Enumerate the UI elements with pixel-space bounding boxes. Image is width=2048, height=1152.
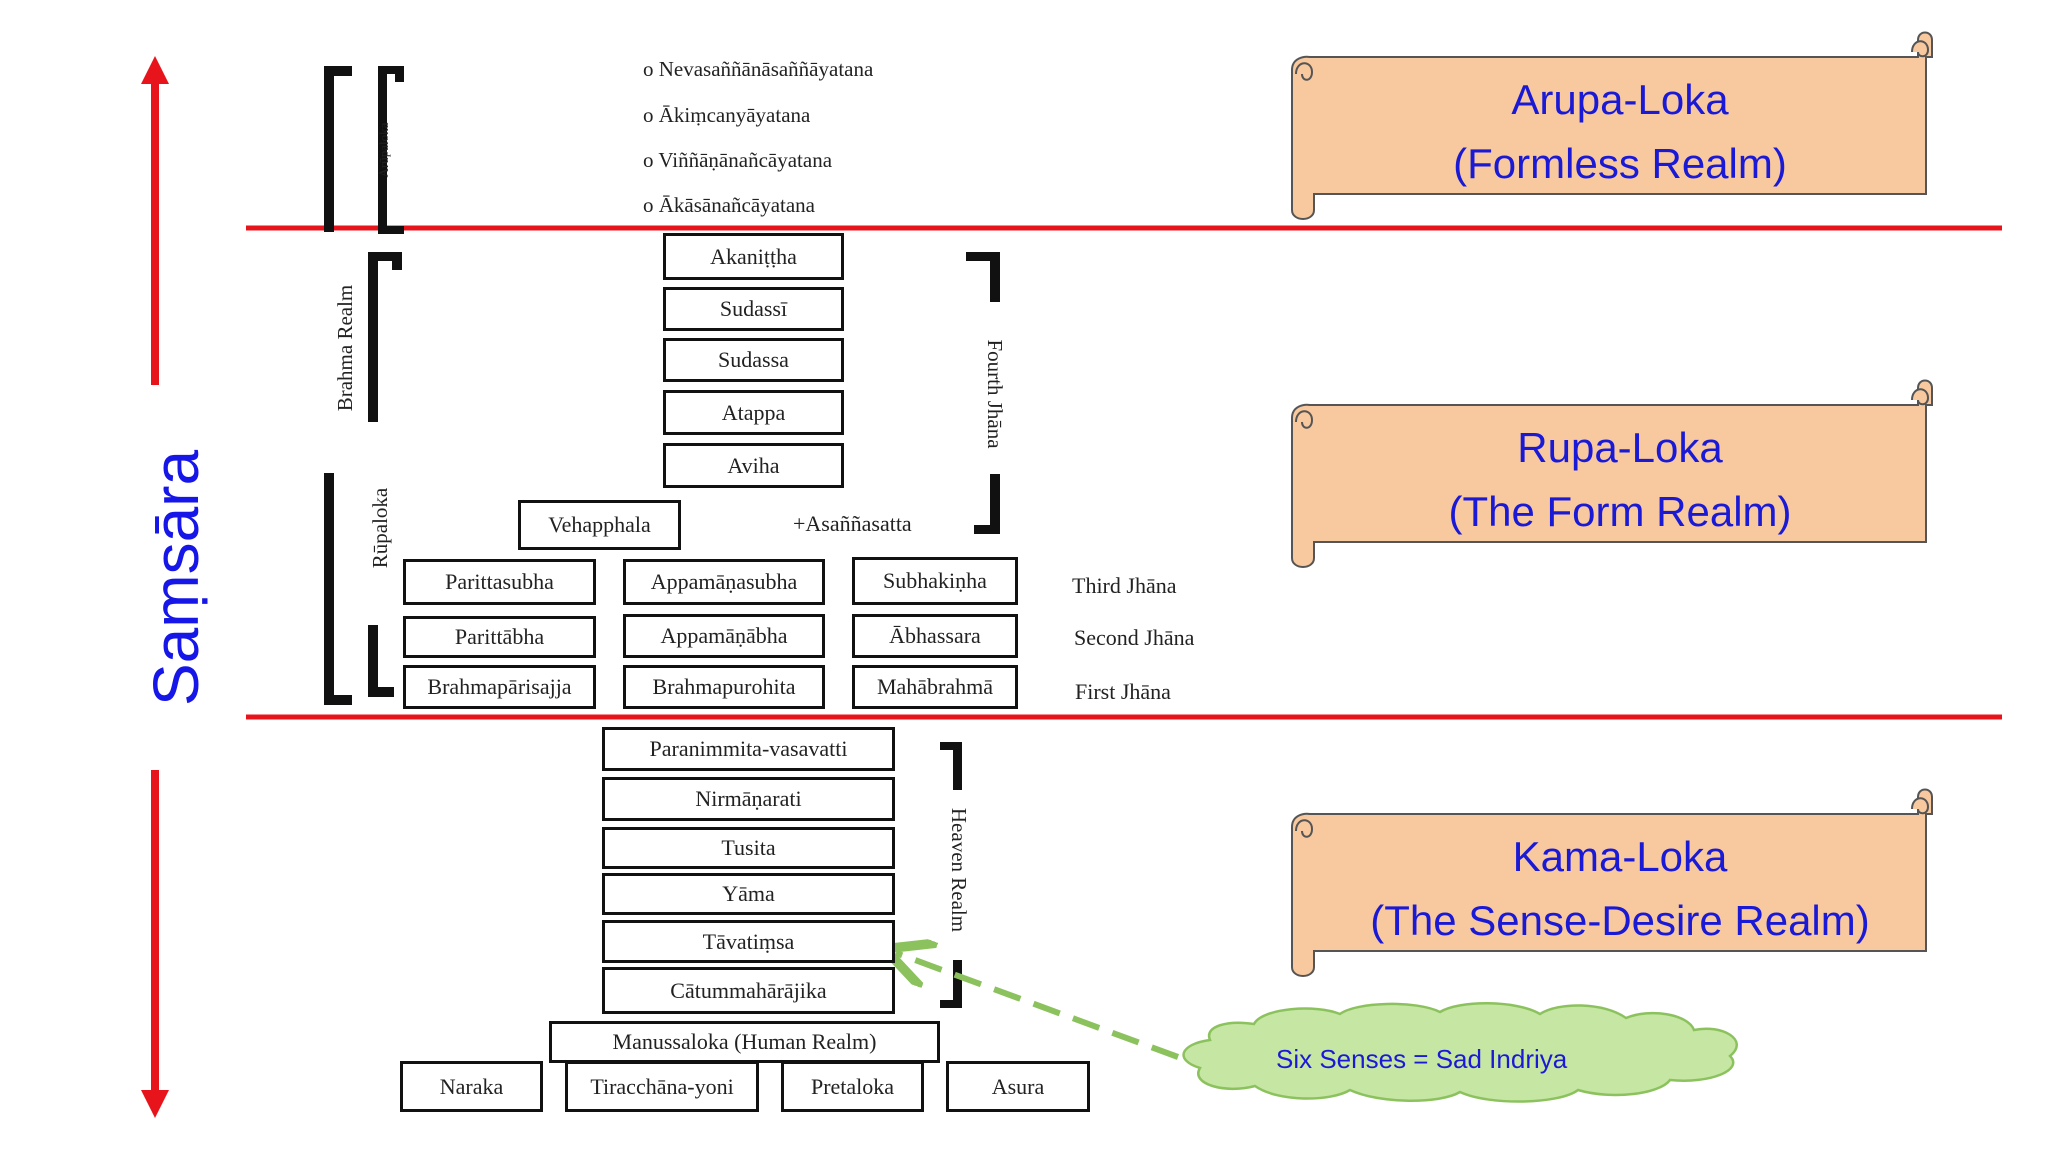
callout-text: Six Senses = Sad Indriya [1276,1044,1568,1074]
realm-box-pretaloka: Pretaloka [781,1061,924,1112]
realm-box-parittabha: Parittābha [403,616,596,658]
realm-box-nirmanarati: Nirmāṇarati [602,777,895,821]
scroll-arupa [1291,31,1933,220]
scroll-kama-subtitle: (The Sense-Desire Realm) [1370,897,1870,944]
realm-box-appamanabha: Appamāṇābha [623,614,825,658]
bracket-arupaloka [378,66,404,234]
bracket-heaven-bottom [940,960,962,1008]
realm-box-brahmapurohita: Brahmapurohita [623,665,825,709]
realm-box-parittasubha: Parittasubha [403,559,596,605]
realm-box-subhakinha: Subhakiṇha [852,557,1018,605]
callout-cloud [1182,1002,1738,1103]
realm-box-abhassara: Ābhassara [852,614,1018,658]
realm-box-aviha: Aviha [663,443,844,488]
scroll-rupa [1291,379,1933,568]
arupa-item-1: o Nevasaññānāsaññāyatana [643,57,874,81]
bracket-heaven-top [940,742,962,790]
realm-box-atappa: Atappa [663,390,844,435]
scroll-kama [1291,788,1933,977]
scroll-arupa-subtitle: (Formless Realm) [1453,140,1787,187]
realm-box-sudassi: Sudassī [663,287,844,331]
label-second-jhana: Second Jhāna [1074,625,1195,650]
label-arupaloka: Arūpaloka [376,122,391,178]
realm-box-tavatimsa: Tāvatiṃsa [602,920,895,963]
callout-dashed-arrow [896,953,1180,1060]
realm-box-vehapphala: Vehapphala [518,500,681,550]
realm-box-brahmaparisajja: Brahmapārisajja [403,665,596,709]
bracket-fourth-jhana-top [966,252,1000,302]
scroll-kama-title: Kama-Loka [1512,833,1728,880]
scroll-rupa-subtitle: (The Form Realm) [1448,488,1792,535]
label-asannasatta: +Asaññasatta [793,511,912,536]
bracket-brahma-realm [368,252,402,422]
realm-box-tiracchana-yoni: Tiracchāna-yoni [565,1061,759,1112]
bracket-first-jhana [368,625,394,697]
bracket-rupaloka [324,473,352,705]
label-third-jhana: Third Jhāna [1072,573,1177,598]
samsara-label: Saṃsāra [140,449,212,706]
samsara-up-arrow [141,56,169,385]
realm-box-manussaloka: Manussaloka (Human Realm) [549,1021,940,1063]
realm-box-tusita: Tusita [602,827,895,869]
scroll-rupa-title: Rupa-Loka [1517,424,1723,471]
arupa-item-3: o Viññāṇānañcāyatana [643,148,833,172]
realm-box-mahabrahma: Mahābrahmā [852,665,1018,709]
label-rupaloka: Rūpaloka [368,487,392,569]
samsara-down-arrow [141,770,169,1118]
scroll-arupa-title: Arupa-Loka [1511,76,1729,123]
bracket-outer-arupa [324,66,352,232]
label-heaven-realm: Heaven Realm [947,807,971,933]
bracket-fourth-jhana-bottom [974,474,1000,534]
realm-box-catummaharajika: Cātummahārājika [602,967,895,1014]
realm-box-asura: Asura [946,1061,1090,1112]
realm-box-yama: Yāma [602,873,895,915]
realm-box-appamanasubha: Appamāṇasubha [623,559,825,605]
label-first-jhana: First Jhāna [1075,679,1171,704]
label-fourth-jhana: Fourth Jhāna [983,339,1007,449]
realm-box-paranimmita-vasavatti: Paranimmita-vasavatti [602,727,895,771]
realm-box-naraka: Naraka [400,1061,543,1112]
arupa-item-2: o Ākiṃcanyāyatana [643,103,811,127]
realm-box-akanittha: Akaniṭṭha [663,233,844,280]
realm-box-sudassa: Sudassa [663,338,844,382]
arupa-item-4: o Ākāsānañcāyatana [643,193,815,217]
label-brahma-realm: Brahma Realm [333,284,357,412]
